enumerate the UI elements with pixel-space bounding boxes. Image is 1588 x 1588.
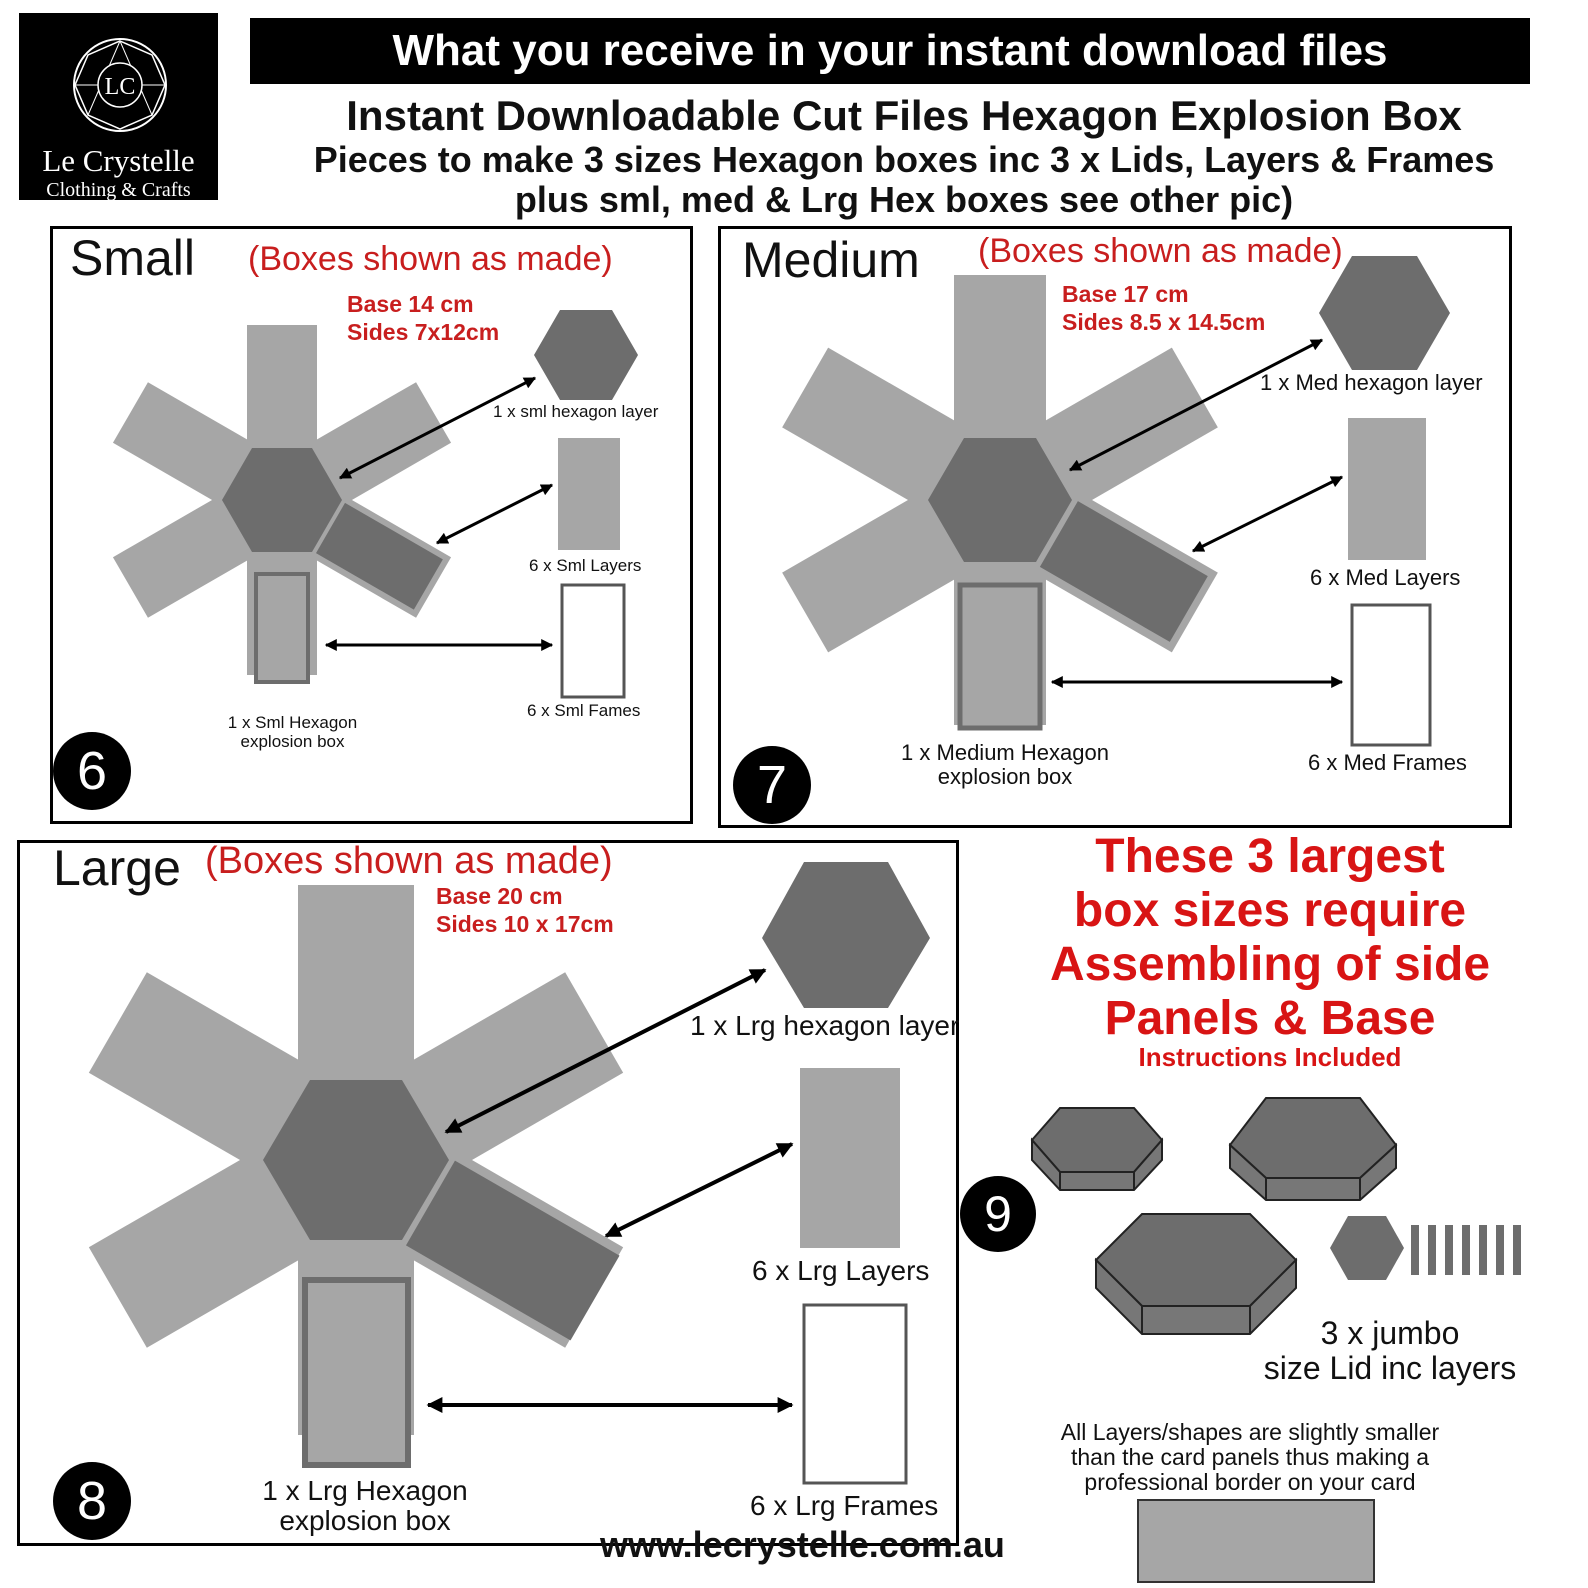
small-note: (Boxes shown as made) <box>248 240 613 278</box>
small-hex-layer-label: 1 x sml hexagon layer <box>493 402 659 421</box>
jumbo-instructions: Instructions Included <box>1138 1042 1402 1072</box>
header-banner: What you receive in your instant downloa… <box>250 18 1530 84</box>
medium-hexagon-base <box>928 438 1072 562</box>
small-box-label-2: explosion box <box>240 732 345 751</box>
footnote-line-2: than the card panels thus making a <box>1070 1444 1429 1470</box>
medium-frame-shape <box>1350 603 1432 747</box>
jumbo-lid-label-1: 3 x jumbo <box>1320 1315 1460 1351</box>
large-hexagon-base <box>263 1080 449 1240</box>
logo-brand: Le Crystelle <box>42 143 195 178</box>
medium-hex-layer-label: 1 x Med hexagon layer <box>1260 370 1483 395</box>
border-example-card <box>1137 1499 1375 1583</box>
medium-frames-label: 6 x Med Frames <box>1308 750 1467 775</box>
logo-monogram: LC <box>105 74 136 100</box>
large-box-label-1: 1 x Lrg Hexagon <box>262 1475 468 1506</box>
large-note: (Boxes shown as made) <box>205 840 613 882</box>
website-url: www.lecrystelle.com.au <box>600 1524 1005 1565</box>
small-box-label-1: 1 x Sml Hexagon <box>227 713 358 732</box>
jumbo-lid-small <box>1030 1107 1164 1191</box>
small-sides: Sides 7x12cm <box>347 319 500 345</box>
medium-note: (Boxes shown as made) <box>978 232 1343 270</box>
jumbo-heading-1: These 3 largest <box>1095 830 1445 883</box>
jumbo-number-badge: 9 <box>960 1176 1036 1252</box>
medium-arrow-layer <box>1191 475 1344 553</box>
medium-title: Medium <box>742 232 920 288</box>
small-layers-label: 6 x Sml Layers <box>529 556 642 575</box>
small-base: Base 14 cm <box>347 291 474 317</box>
large-layers-label: 6 x Lrg Layers <box>752 1255 930 1286</box>
large-layer-shape <box>800 1068 900 1248</box>
small-hexagon-base <box>222 448 342 552</box>
large-number-badge: 8 <box>53 1462 131 1540</box>
small-arrow-layer <box>435 483 554 545</box>
medium-box-label-2: explosion box <box>937 764 1073 789</box>
monogram-emblem-icon: LC <box>73 38 167 132</box>
header-line1: Instant Downloadable Cut Files Hexagon E… <box>346 92 1462 139</box>
large-hexagon-layer-shape <box>762 862 930 1008</box>
small-frame-shape <box>560 583 626 699</box>
header-line2: Pieces to make 3 sizes Hexagon boxes inc… <box>313 139 1495 180</box>
small-hexagon-layer-shape <box>534 310 638 400</box>
large-arrow-layer <box>604 1142 794 1238</box>
header-line3: plus sml, med & Lrg Hex boxes see other … <box>514 179 1294 220</box>
footnote-line-1: All Layers/shapes are slightly smaller <box>1060 1419 1440 1445</box>
large-frames-label: 6 x Lrg Frames <box>750 1490 939 1521</box>
jumbo-lid-large <box>1094 1213 1298 1335</box>
large-arrow-hex <box>444 968 767 1134</box>
large-hex-layer-label: 1 x Lrg hexagon layer <box>690 1010 960 1041</box>
large-panel <box>17 840 959 1546</box>
large-box-label-2: explosion box <box>279 1505 451 1536</box>
small-explosion-box <box>112 325 452 684</box>
large-frame-shape <box>802 1303 908 1485</box>
large-sides: Sides 10 x 17cm <box>436 911 614 937</box>
small-arrow-hex <box>338 376 537 480</box>
jumbo-lid-label-2: size Lid inc layers <box>1263 1350 1517 1386</box>
jumbo-side-strips <box>1411 1225 1521 1275</box>
medium-sides: Sides 8.5 x 14.5cm <box>1062 309 1266 335</box>
small-frames-label: 6 x Sml Fames <box>527 701 641 720</box>
medium-layers-label: 6 x Med Layers <box>1310 565 1461 590</box>
medium-base: Base 17 cm <box>1062 281 1189 307</box>
medium-panel <box>718 226 1512 828</box>
logo-tagline: Clothing & Crafts <box>46 179 191 201</box>
medium-number-badge: 7 <box>733 746 811 824</box>
small-panel <box>50 226 693 824</box>
jumbo-hexagon-layer-shape <box>1330 1216 1404 1280</box>
medium-arrow-hex <box>1068 338 1324 472</box>
large-title: Large <box>53 840 181 896</box>
footnote-line-3: professional border on your card <box>1084 1469 1416 1495</box>
small-number-badge: 6 <box>53 732 131 810</box>
large-base: Base 20 cm <box>436 883 563 909</box>
small-title: Small <box>70 230 196 286</box>
jumbo-heading-2: box sizes require <box>1073 884 1467 937</box>
medium-layer-shape <box>1348 418 1426 560</box>
large-explosion-box <box>88 885 624 1468</box>
jumbo-lid-medium <box>1228 1097 1398 1201</box>
jumbo-heading-3: Assembling of side <box>1049 938 1491 991</box>
brand-logo: LC Le Crystelle Clothing & Crafts <box>19 13 218 201</box>
medium-explosion-box <box>782 275 1218 731</box>
medium-hexagon-layer-shape <box>1319 256 1450 370</box>
jumbo-heading-4: Panels & Base <box>1104 992 1436 1045</box>
medium-box-label-1: 1 x Medium Hexagon <box>901 740 1109 765</box>
small-layer-shape <box>558 438 620 550</box>
